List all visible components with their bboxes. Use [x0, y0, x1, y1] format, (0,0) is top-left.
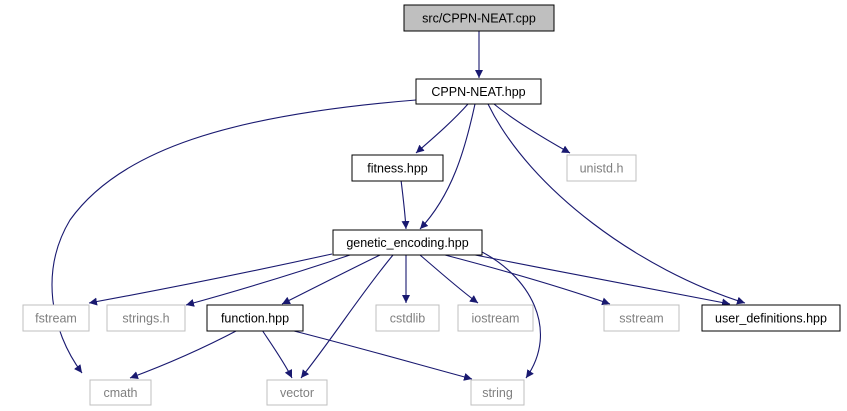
edge-function-hpp-to-string [289, 329, 473, 381]
node-cstdlib: cstdlib [375, 304, 440, 332]
function-hpp-box[interactable] [206, 304, 304, 332]
node-cmath: cmath [89, 379, 152, 406]
edge-genetic-encoding-hpp-to-user-definitions-hpp [469, 253, 731, 307]
sstream-box [603, 304, 680, 332]
fitness-hpp-label[interactable]: fitness.hpp [367, 162, 428, 176]
iostream-box [457, 304, 534, 332]
edge-cppn-neat-hpp-to-user-definitions-hpp [487, 103, 746, 305]
root-file-label: src/CPPN-NEAT.cpp [422, 12, 536, 26]
node-strings-h: strings.h [106, 304, 186, 332]
edge-genetic-encoding-hpp-to-function-hpp [281, 254, 381, 305]
edge-cppn-neat-hpp-to-fitness-hpp [415, 103, 469, 154]
strings-h-box [106, 304, 186, 332]
node-iostream: iostream [457, 304, 534, 332]
node-fstream: fstream [22, 304, 90, 332]
edge-cppn-neat-hpp-to-unistd-h [493, 103, 571, 154]
edge-genetic-encoding-hpp-to-sstream [444, 254, 611, 306]
unistd-h-label: unistd.h [580, 162, 624, 176]
fstream-label: fstream [35, 312, 77, 326]
iostream-label: iostream [472, 312, 520, 326]
edges-layer [51, 31, 746, 381]
edge-fitness-hpp-to-genetic-encoding-hpp [400, 179, 410, 230]
fstream-box [22, 304, 90, 332]
node-string: string [470, 379, 525, 406]
edge-genetic-encoding-hpp-to-string [477, 249, 541, 379]
node-sstream: sstream [603, 304, 680, 332]
edge-genetic-encoding-hpp-to-fstream [88, 253, 333, 306]
edge-cppn-neat-hpp-to-genetic-encoding-hpp [419, 103, 476, 230]
edge-function-hpp-to-vector [261, 329, 293, 379]
cmath-box [89, 379, 152, 406]
strings-h-label: strings.h [122, 312, 169, 326]
cstdlib-box [375, 304, 440, 332]
user-definitions-hpp-box[interactable] [701, 304, 841, 332]
unistd-h-box [566, 154, 637, 182]
node-unistd-h: unistd.h [566, 154, 637, 182]
edge-genetic-encoding-hpp-to-strings-h [185, 254, 351, 307]
node-fitness-hpp[interactable]: fitness.hpp [351, 154, 444, 182]
string-box [470, 379, 525, 406]
user-definitions-hpp-label[interactable]: user_definitions.hpp [715, 312, 827, 326]
genetic-encoding-hpp-label[interactable]: genetic_encoding.hpp [346, 236, 468, 250]
node-user-definitions-hpp[interactable]: user_definitions.hpp [701, 304, 841, 332]
function-hpp-label[interactable]: function.hpp [221, 312, 289, 326]
edge-genetic-encoding-hpp-to-iostream [419, 254, 479, 304]
node-genetic-encoding-hpp[interactable]: genetic_encoding.hpp [332, 229, 483, 256]
string-label: string [482, 386, 513, 400]
node-root-file: src/CPPN-NEAT.cpp [403, 4, 555, 32]
root-file-box [403, 4, 555, 32]
node-function-hpp[interactable]: function.hpp [206, 304, 304, 332]
nodes-layer: src/CPPN-NEAT.cpp CPPN-NEAT.hpp fitness.… [22, 4, 841, 406]
edge-genetic-encoding-hpp-to-vector [300, 254, 394, 379]
sstream-label: sstream [619, 312, 663, 326]
vector-box [266, 379, 328, 406]
genetic-encoding-hpp-box[interactable] [332, 229, 483, 256]
cstdlib-label: cstdlib [390, 312, 425, 326]
edge-function-hpp-to-cmath [129, 329, 239, 379]
vector-label: vector [280, 386, 314, 400]
cppn-neat-hpp-label[interactable]: CPPN-NEAT.hpp [431, 85, 525, 99]
fitness-hpp-box[interactable] [351, 154, 444, 182]
node-cppn-neat-hpp[interactable]: CPPN-NEAT.hpp [415, 78, 542, 105]
node-vector: vector [266, 379, 328, 406]
cppn-neat-hpp-box[interactable] [415, 78, 542, 105]
cmath-label: cmath [103, 386, 137, 400]
